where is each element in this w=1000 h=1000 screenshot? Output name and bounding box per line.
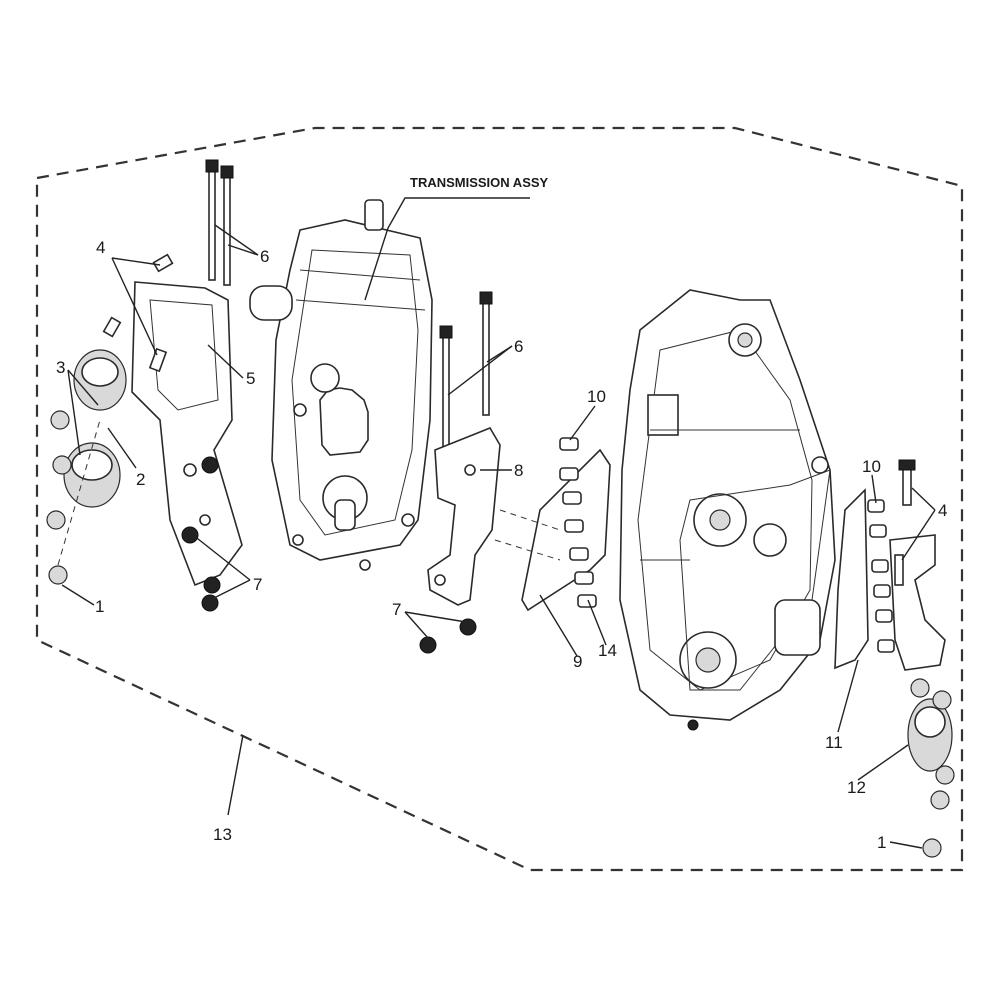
transmission-assy xyxy=(249,197,530,571)
left-mount-group xyxy=(46,159,243,612)
label-7-left: 7 xyxy=(253,575,262,594)
label-12: 12 xyxy=(847,778,866,797)
label-11: 11 xyxy=(825,733,843,752)
label-6-left: 6 xyxy=(260,247,269,266)
label-9: 9 xyxy=(573,652,582,671)
label-4-right: 4 xyxy=(938,501,947,520)
label-4-left: 4 xyxy=(96,238,105,257)
label-1-right: 1 xyxy=(877,833,886,852)
label-5: 5 xyxy=(246,369,255,388)
label-2: 2 xyxy=(136,470,145,489)
label-8: 8 xyxy=(514,461,523,480)
assembly-boundary xyxy=(35,126,964,872)
label-1-left: 1 xyxy=(95,597,104,616)
middle-mount-group xyxy=(419,291,611,654)
label-10-mid: 10 xyxy=(587,387,606,406)
label-6-mid: 6 xyxy=(514,337,523,356)
label-10-right: 10 xyxy=(862,457,881,476)
engine-block xyxy=(619,289,836,731)
label-13: 13 xyxy=(213,825,232,844)
callout-labels: TRANSMISSION ASSY 4 3 2 1 6 5 7 6 8 7 10… xyxy=(56,175,947,852)
right-mount-group xyxy=(834,459,955,858)
label-14: 14 xyxy=(598,641,617,660)
leader-lines xyxy=(61,224,936,849)
label-transmission-assy: TRANSMISSION ASSY xyxy=(410,175,549,190)
label-3: 3 xyxy=(56,358,65,377)
label-7-mid: 7 xyxy=(392,600,401,619)
